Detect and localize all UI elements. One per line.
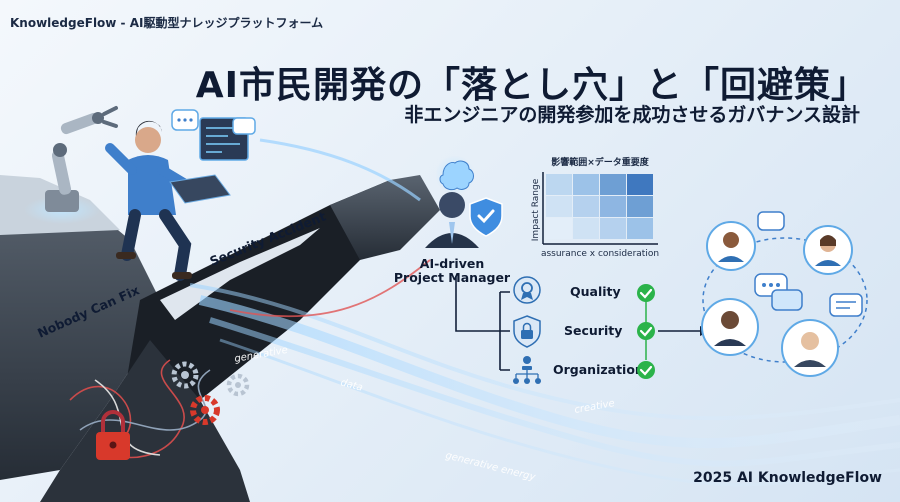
padlock-icon: [96, 410, 130, 460]
broken-gear-icon: [190, 395, 220, 425]
check-circle-icon: [637, 322, 655, 340]
matrix-cell: [600, 218, 626, 239]
matrix-title: 影響範囲×データ重要度: [551, 156, 650, 168]
shield-check-icon: [469, 197, 503, 237]
matrix-cell: [600, 196, 626, 217]
matrix-cell: [573, 218, 599, 239]
matrix-cell: [546, 174, 572, 195]
brand-header: KnowledgeFlow - AI駆動型ナレッジプラットフォーム: [10, 16, 324, 30]
checklist-security: Security: [564, 323, 622, 338]
team-member-avatar: [803, 225, 853, 275]
team-member-avatar: [701, 298, 759, 356]
medal-icon: [513, 276, 541, 304]
checklist-tree-lines: [455, 276, 510, 371]
robot-arm-icon: [24, 106, 118, 224]
check-circle-icon: [637, 361, 655, 379]
check-circle-icon: [637, 284, 655, 360]
lock-shield-icon: [513, 315, 541, 348]
page-subtitle: 非エンジニアの開発参加を成功させるガバナンス設計: [404, 104, 860, 126]
developer-person: [105, 120, 197, 281]
team-member-avatar: [781, 319, 839, 377]
checklist-organization: Organization: [553, 362, 644, 377]
matrix-cell: [600, 174, 626, 195]
page-title: AI市民開発の「落とし穴」と「回避策」: [195, 65, 868, 106]
data-wave: [189, 259, 900, 487]
matrix-cell: [627, 196, 653, 217]
matrix-cell: [627, 174, 653, 195]
matrix-cell: [573, 174, 599, 195]
gear-icon: [226, 373, 250, 397]
wave-label-data: data: [339, 377, 364, 393]
flow-arrow: [259, 138, 421, 202]
chat-bubble-icon: [171, 109, 199, 131]
org-chart-icon: [513, 356, 541, 384]
matrix-cell: [546, 196, 572, 217]
project-manager-avatar: [425, 192, 479, 248]
matrix-y-label: Impact Range: [531, 178, 541, 241]
matrix-cell: [627, 218, 653, 239]
ai-brain-icon: [435, 155, 475, 195]
footer-credit: 2025 AI KnowledgeFlow: [693, 470, 882, 486]
team-member-avatar: [706, 221, 756, 271]
keyboard-icon: [169, 174, 231, 204]
cliff-bottom: [40, 340, 250, 502]
chat-bubble-icon: [757, 211, 785, 231]
matrix-cell: [546, 218, 572, 239]
matrix-x-label: assurance x consideration: [541, 249, 659, 259]
gear-icon: [171, 361, 199, 389]
chat-bubble-icon: [232, 117, 256, 135]
checklist-quality: Quality: [570, 284, 621, 299]
chat-bubble-icon: [829, 293, 863, 317]
matrix-cell: [573, 196, 599, 217]
risk-matrix: [546, 174, 653, 239]
wave-label-generative-energy: generative energy: [444, 450, 537, 483]
chat-bubble-icon: [771, 289, 803, 311]
wave-label-creative: creative: [574, 398, 616, 416]
